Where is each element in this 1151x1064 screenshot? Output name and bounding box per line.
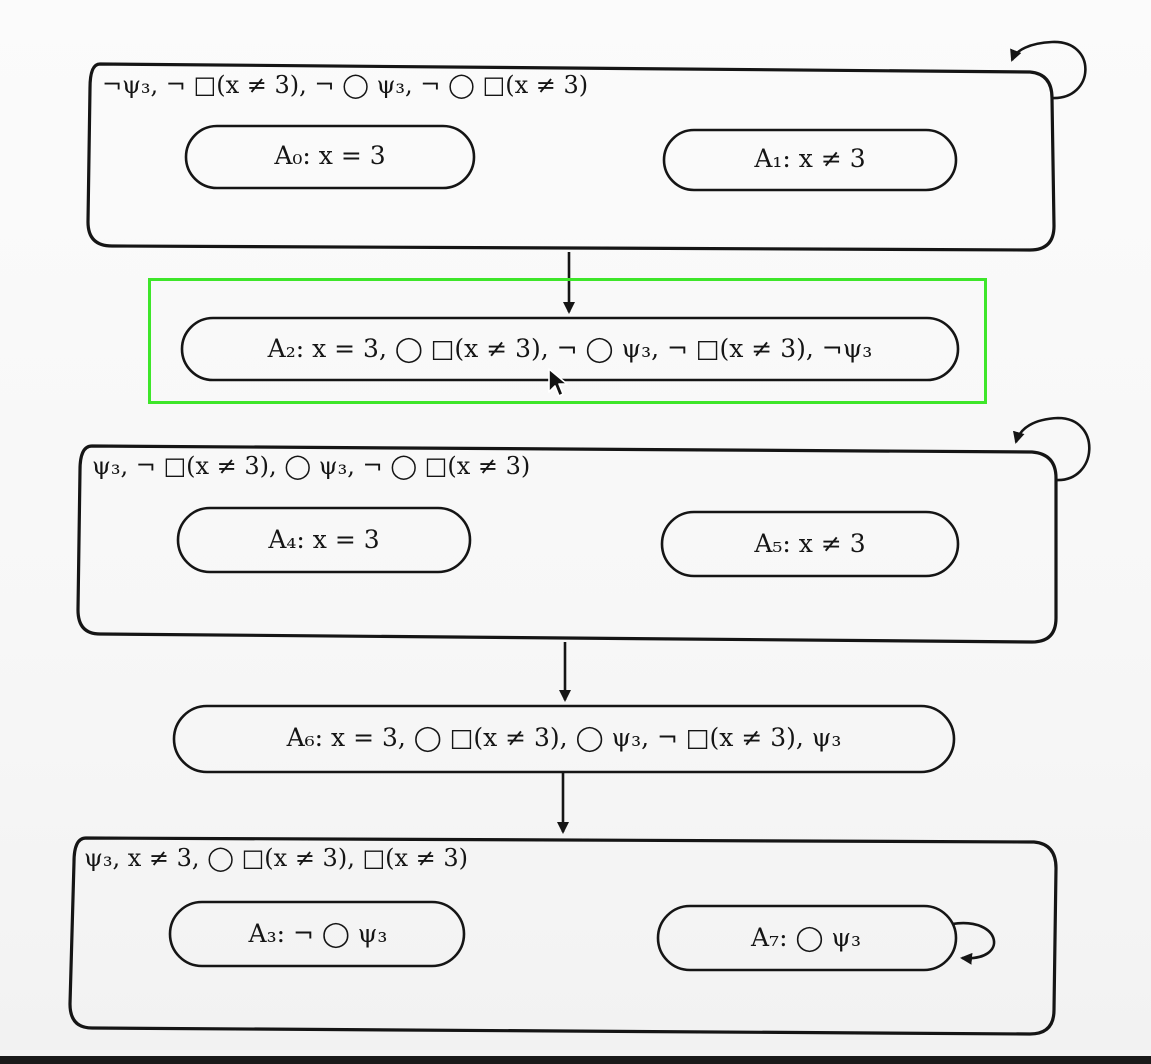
self-loop-middle: [1012, 416, 1091, 482]
state-label-a3: A₃: ¬ ◯ ψ₃: [248, 919, 388, 949]
state-node-a0: A₀: x = 3: [184, 124, 476, 190]
group-box-top: ¬ψ₃, ¬ □(x ≠ 3), ¬ ◯ ψ₃, ¬ ◯ □(x ≠ 3): [86, 40, 1087, 252]
state-node-a3: A₃: ¬ ◯ ψ₃: [168, 900, 466, 968]
group-label-bottom: ψ₃, x ≠ 3, ◯ □(x ≠ 3), □(x ≠ 3): [84, 844, 468, 872]
state-label-a0: A₀: x = 3: [273, 141, 385, 170]
state-node-a4: A₄: x = 3: [176, 506, 472, 574]
group-label-middle: ψ₃, ¬ □(x ≠ 3), ◯ ψ₃, ¬ ◯ □(x ≠ 3): [92, 452, 530, 480]
state-label-a5: A₅: x ≠ 3: [753, 529, 865, 558]
state-label-a6: A₆: x = 3, ◯ □(x ≠ 3), ◯ ψ₃, ¬ □(x ≠ 3),…: [286, 723, 842, 753]
state-label-a2: A₂: x = 3, ◯ □(x ≠ 3), ¬ ◯ ψ₃, ¬ □(x ≠ 3…: [267, 334, 873, 364]
state-label-a7: A₇: ◯ ψ₃: [750, 923, 861, 953]
state-node-a6: A₆: x = 3, ◯ □(x ≠ 3), ◯ ψ₃, ¬ □(x ≠ 3),…: [172, 704, 956, 774]
group-box-middle: ψ₃, ¬ □(x ≠ 3), ◯ ψ₃, ¬ ◯ □(x ≠ 3): [76, 416, 1091, 644]
group-box-bottom: ψ₃, x ≠ 3, ◯ □(x ≠ 3), □(x ≠ 3): [68, 836, 1058, 1036]
state-label-a1: A₁: x ≠ 3: [753, 144, 865, 173]
mouse-pointer-icon: [548, 368, 568, 397]
bottom-edge-bar: [0, 1056, 1151, 1064]
self-loop-top: [1010, 40, 1087, 100]
self-loop-a7: [951, 921, 996, 965]
group-label-top: ¬ψ₃, ¬ □(x ≠ 3), ¬ ◯ ψ₃, ¬ ◯ □(x ≠ 3): [102, 71, 588, 99]
state-node-a7: A₇: ◯ ψ₃: [656, 904, 996, 972]
state-label-a4: A₄: x = 3: [267, 525, 379, 554]
selection-highlight: [148, 278, 987, 404]
state-node-a1: A₁: x ≠ 3: [662, 128, 958, 192]
state-node-a2: A₂: x = 3, ◯ □(x ≠ 3), ¬ ◯ ψ₃, ¬ □(x ≠ 3…: [180, 316, 960, 382]
state-node-a5: A₅: x ≠ 3: [660, 510, 960, 578]
